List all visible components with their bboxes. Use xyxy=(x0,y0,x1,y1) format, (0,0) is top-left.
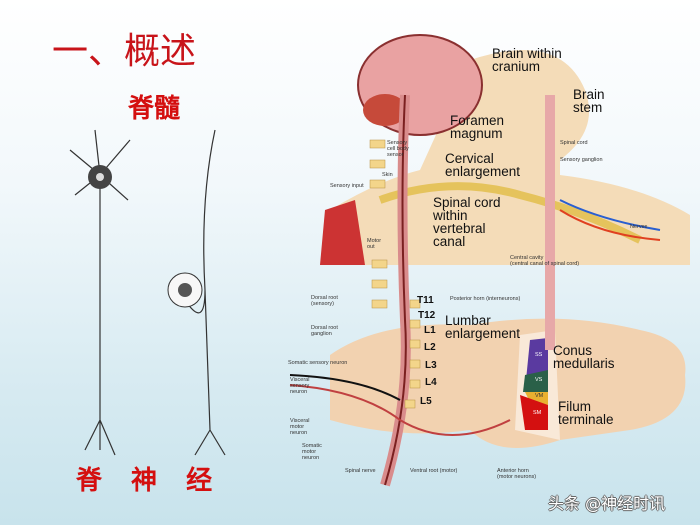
label-anterior-horn: Anterior horn (motor neurons) xyxy=(497,468,537,480)
label-visceral-motor: Visceral motor neuron xyxy=(290,418,310,436)
neuron-multipolar xyxy=(69,129,131,456)
lumbar-cross-section xyxy=(330,318,686,448)
label-dorsal-root: Dorsal root (sensory) xyxy=(311,295,338,307)
label-brain-stem: Brain stem xyxy=(573,87,605,115)
section-vs xyxy=(523,370,548,392)
label-somatic-sensory: Somatic sensory neuron xyxy=(288,360,348,366)
spinal-nerve-heading: 脊 神 经 xyxy=(76,466,223,496)
head-shoulders-silhouette xyxy=(320,50,690,265)
watermark: 头条 @神经时讯 xyxy=(548,494,666,513)
label-lumbar-enlargement: Lumbar enlargement xyxy=(445,313,521,341)
region-vm: VM xyxy=(535,393,544,399)
label-spinal-nerve: Spinal nerve xyxy=(345,468,376,474)
vertebra-label: L1 xyxy=(424,325,436,336)
section-sm xyxy=(520,395,548,430)
label-dorsal-root-ganglion: Dorsal root ganglion xyxy=(311,325,338,337)
vertebra-label: L3 xyxy=(425,360,437,371)
label-cervical-enlargement: Cervical enlargement xyxy=(445,151,521,179)
label-sensory-cell-body: Sensory cell body sensor xyxy=(387,140,409,158)
vertebra-label: L2 xyxy=(424,342,436,353)
label-motor: Motor out xyxy=(367,238,382,250)
label-ventral-root: Ventral root (motor) xyxy=(410,468,458,474)
neuron-pseudounipolar xyxy=(184,129,226,456)
cerebellum xyxy=(363,94,407,126)
vertebra-label: L5 xyxy=(420,396,432,407)
label-foramen-magnum: Foramen magnum xyxy=(450,113,505,141)
vertebra-label: L4 xyxy=(425,377,437,388)
label-nerves: Nerves xyxy=(630,224,648,230)
label-spinal-cord-within-canal: Spinal cord within vertebral canal xyxy=(433,195,501,249)
muscle xyxy=(320,200,365,265)
label-visceral-sensory: Visceral sensory neuron xyxy=(290,377,310,395)
slide-title: 一、概述 xyxy=(52,31,197,72)
region-vs: VS xyxy=(535,377,543,383)
label-filum-terminale: Filum terminale xyxy=(558,399,614,427)
vertebra-label: T11 xyxy=(417,295,434,306)
label-spinal-cord-small: Spinal cord xyxy=(560,140,588,146)
label-brain-within-cranium: Brain within cranium xyxy=(492,46,562,74)
spinal-cord-heading: 脊髓 xyxy=(128,94,181,124)
vertebra-label: T12 xyxy=(418,310,436,321)
label-posterior-horn: Posterior horn (interneurons) xyxy=(450,296,521,302)
label-sensory-input: Sensory input xyxy=(330,183,364,189)
vertebrae xyxy=(369,139,421,409)
label-central-cavity: Central cavity (central canal of spinal … xyxy=(510,255,580,267)
label-sensory-ganglion: Sensory ganglion xyxy=(560,157,603,163)
label-somatic-motor: Somatic motor neuron xyxy=(302,443,322,461)
label-skin: Skin xyxy=(382,172,393,178)
label-conus-medullaris: Conus medullaris xyxy=(553,343,615,371)
region-sm: SM xyxy=(533,410,542,416)
region-ss: SS xyxy=(535,352,543,358)
